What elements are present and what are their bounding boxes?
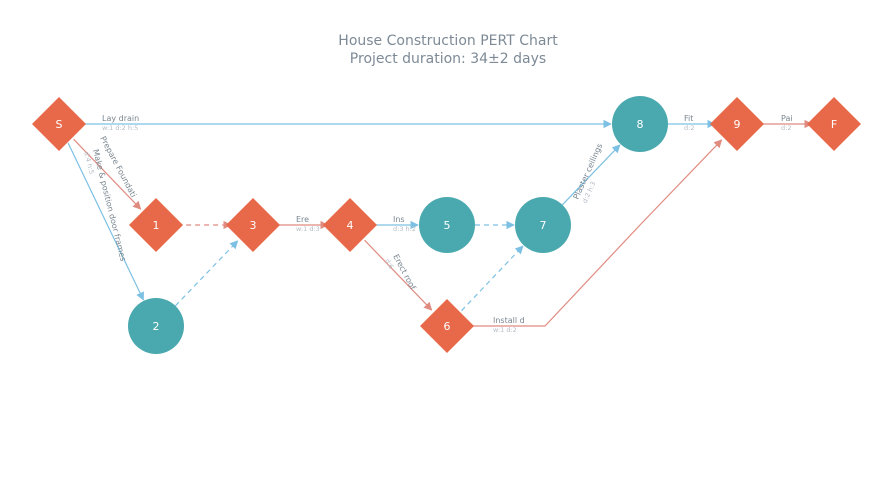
node-3[interactable]: 3 <box>226 198 280 252</box>
activity-meta: w:1 d:2 h:5 <box>102 124 138 132</box>
node-label: 5 <box>444 219 451 232</box>
edge-6-to-7 <box>461 245 524 312</box>
node-label: S <box>56 118 63 131</box>
node-label: 9 <box>734 118 741 131</box>
node-6[interactable]: 6 <box>420 299 474 353</box>
node-s[interactable]: S <box>32 97 86 151</box>
milestone-diamond <box>129 198 183 252</box>
milestone-diamond <box>807 97 861 151</box>
node-label: 2 <box>153 320 160 333</box>
milestone-diamond <box>32 97 86 151</box>
activity-name: Fit <box>684 114 693 123</box>
activity-name: Pai <box>781 114 793 123</box>
event-circle <box>515 197 571 253</box>
node-8[interactable]: 8 <box>612 96 668 152</box>
activity-name: Lay drain <box>102 114 139 123</box>
edge-s-to-2 <box>67 142 144 301</box>
activity-meta: w:1 d:3 <box>296 225 320 233</box>
activity-name: Install d <box>493 316 525 325</box>
node-9[interactable]: 9 <box>710 97 764 151</box>
activity-meta: d:6 <box>383 257 395 270</box>
node-1[interactable]: 1 <box>129 198 183 252</box>
node-label: 7 <box>540 219 547 232</box>
nodes-layer: S 1 2 3 4 5 6 7 8 9 F <box>32 96 861 354</box>
activity-meta: d:2 <box>684 124 694 132</box>
edge-label-6-9: Install dw:1 d:2 <box>493 316 525 334</box>
node-label: F <box>831 118 837 131</box>
node-label: 8 <box>637 118 644 131</box>
activity-meta: d:3 h:2 <box>393 225 416 233</box>
node-5[interactable]: 5 <box>419 197 475 253</box>
milestone-diamond <box>710 97 764 151</box>
milestone-diamond <box>226 198 280 252</box>
node-label: 6 <box>444 320 451 333</box>
node-7[interactable]: 7 <box>515 197 571 253</box>
activity-meta: d:2 <box>781 124 791 132</box>
edge-7-to-8 <box>561 144 621 206</box>
activity-name: Ere <box>296 215 309 224</box>
node-f[interactable]: F <box>807 97 861 151</box>
chart-subtitle: Project duration: 34±2 days <box>349 51 547 67</box>
edge-2-to-3 <box>174 240 239 307</box>
activity-name: Ins <box>393 215 405 224</box>
edge-6-to-9 <box>468 139 723 327</box>
node-label: 4 <box>347 219 354 232</box>
node-label: 1 <box>153 219 160 232</box>
event-circle <box>128 298 184 354</box>
edge-s-to-1 <box>73 138 142 210</box>
edge-4-to-6 <box>364 239 433 311</box>
milestone-diamond <box>420 299 474 353</box>
node-4[interactable]: 4 <box>323 198 377 252</box>
chart-title: House Construction PERT Chart <box>338 33 558 49</box>
node-2[interactable]: 2 <box>128 298 184 354</box>
activity-meta: w:1 d:2 <box>493 326 517 334</box>
event-circle <box>419 197 475 253</box>
milestone-diamond <box>323 198 377 252</box>
node-label: 3 <box>250 219 257 232</box>
event-circle <box>612 96 668 152</box>
